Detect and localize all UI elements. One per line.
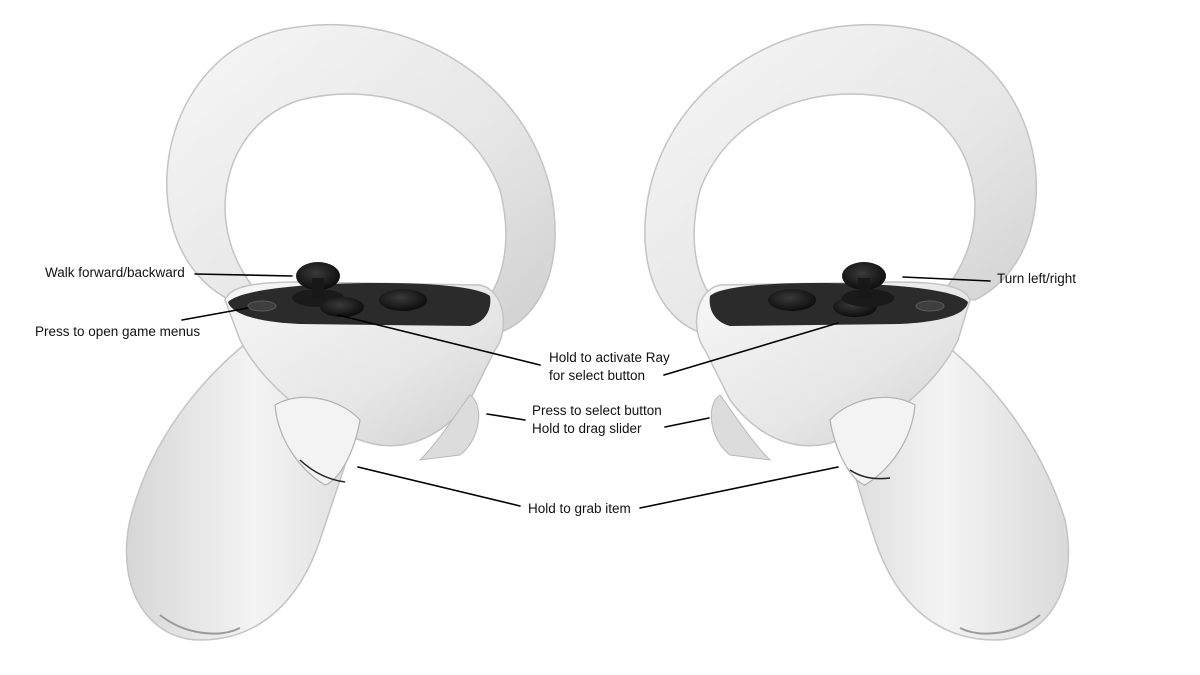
left-controller-ring (166, 24, 556, 336)
leader-lines (181, 273, 991, 509)
left-controller (125, 24, 556, 641)
leader-select-left (486, 413, 526, 421)
right-oculus-button[interactable] (915, 300, 945, 312)
left-thumbstick[interactable] (296, 262, 340, 290)
right-index-trigger[interactable] (710, 394, 772, 461)
label-menus: Press to open game menus (35, 324, 200, 339)
label-ray-line2: for select button (549, 368, 645, 383)
label-walk: Walk forward/backward (45, 265, 185, 280)
leader-ray-right (663, 322, 839, 376)
annotation-labels: Walk forward/backward Press to open game… (35, 265, 1076, 516)
label-select-line2: Hold to drag slider (532, 421, 642, 436)
right-button-b[interactable] (768, 289, 816, 311)
label-turn: Turn left/right (997, 271, 1076, 286)
left-grip-button[interactable] (274, 396, 361, 486)
leader-grab-right (639, 466, 839, 509)
left-menu-button[interactable] (247, 300, 277, 312)
right-thumbstick[interactable] (842, 262, 886, 290)
right-controller (644, 24, 1070, 641)
left-index-trigger[interactable] (418, 394, 480, 461)
label-ray-line1: Hold to activate Ray (549, 350, 670, 365)
label-select-line1: Press to select button (532, 403, 662, 418)
leader-ray-left (337, 314, 541, 366)
left-button-y[interactable] (379, 289, 427, 311)
leader-menus (181, 307, 249, 321)
right-grip-button[interactable] (829, 396, 916, 486)
leader-select-right (664, 417, 710, 428)
leader-grab-left (357, 466, 521, 507)
label-grab: Hold to grab item (528, 501, 631, 516)
leader-turn (902, 276, 991, 282)
left-button-x[interactable] (320, 297, 364, 317)
right-controller-ring (644, 24, 1038, 336)
leader-walk (194, 273, 293, 277)
